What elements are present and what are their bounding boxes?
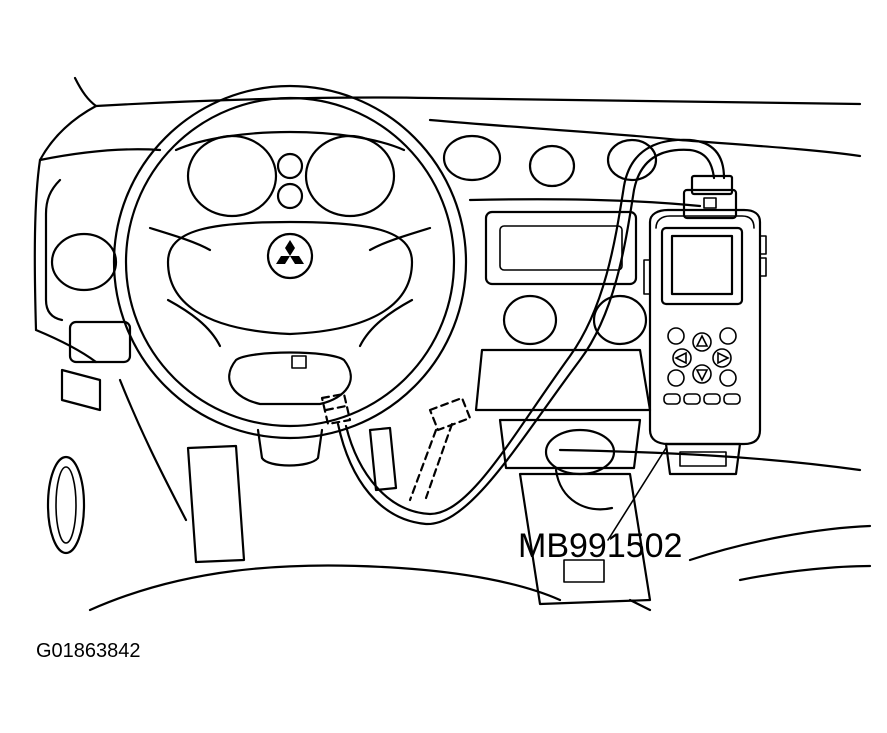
left-door-panel <box>44 178 132 555</box>
diagnostic-connector <box>320 392 472 502</box>
brand-logo-icon <box>266 232 314 280</box>
tester-cable <box>336 138 726 526</box>
figure-code-label: G01863842 <box>36 640 141 662</box>
gear-shifter <box>518 428 652 612</box>
tool-part-number-label: MB991502 <box>518 527 682 565</box>
steering-column <box>186 426 398 564</box>
steering-wheel <box>112 84 468 440</box>
label-leader-line <box>607 447 667 541</box>
dashboard-outline <box>33 76 872 612</box>
scan-tool-device <box>643 174 767 476</box>
